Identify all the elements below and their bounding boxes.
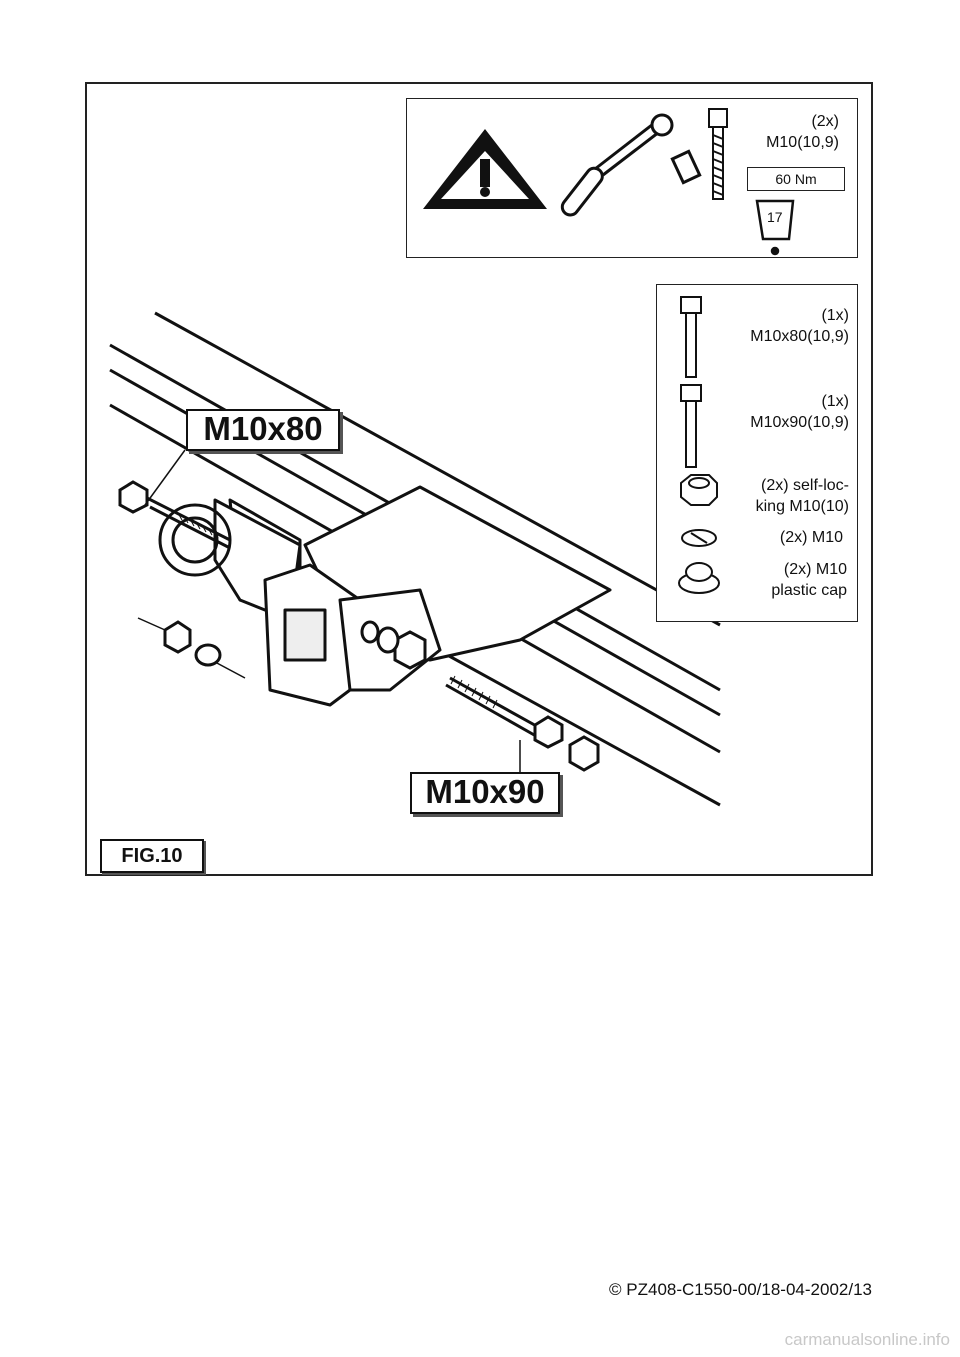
bolt-label-m10x90: M10x90 xyxy=(410,772,560,814)
bolt-label-m10x80: M10x80 xyxy=(186,409,340,451)
part-3-qty: (2x) self-loc- xyxy=(760,477,849,494)
bolt-80-icon xyxy=(680,296,702,378)
socket-icon xyxy=(755,199,795,256)
parts-panel: (1x) M10x80(10,9) (1x) M10x90(10,9) (2x)… xyxy=(656,284,858,622)
copyright-notice: © PZ408-C1550-00/18-04-2002/13 xyxy=(609,1280,872,1299)
part-2-spec: M10x90(10,9) xyxy=(750,414,849,431)
tools-panel: (2x) M10(10,9) 60 Nm 17 xyxy=(406,98,858,258)
figure-frame xyxy=(85,82,873,876)
washer-icon xyxy=(681,529,717,547)
bolt-icon xyxy=(708,108,728,200)
torque-value: 60 Nm xyxy=(747,167,845,191)
part-3-spec: king M10(10) xyxy=(755,498,849,515)
warning-icon xyxy=(423,129,547,209)
plastic-cap-icon xyxy=(678,562,720,594)
figure-number: FIG.10 xyxy=(100,839,204,873)
bolt-90-icon xyxy=(680,384,702,468)
ratchet-wrench-icon xyxy=(560,113,702,217)
part-5-spec: plastic cap xyxy=(771,582,847,599)
watermark: carmanualsonline.info xyxy=(784,1330,950,1349)
part-1-qty: (1x) xyxy=(821,307,849,324)
tools-artwork xyxy=(423,108,795,256)
part-1-spec: M10x80(10,9) xyxy=(750,328,849,345)
part-4-qty: (2x) M10 xyxy=(779,529,843,546)
socket-size: 17 xyxy=(767,209,783,225)
tool-bolt-qty: (2x) xyxy=(811,113,839,130)
self-locking-nut-icon xyxy=(680,474,718,506)
tool-bolt-spec: M10(10,9) xyxy=(766,134,839,151)
part-2-qty: (1x) xyxy=(821,393,849,410)
part-5-qty: (2x) M10 xyxy=(783,561,847,578)
parts-artwork xyxy=(678,296,720,594)
